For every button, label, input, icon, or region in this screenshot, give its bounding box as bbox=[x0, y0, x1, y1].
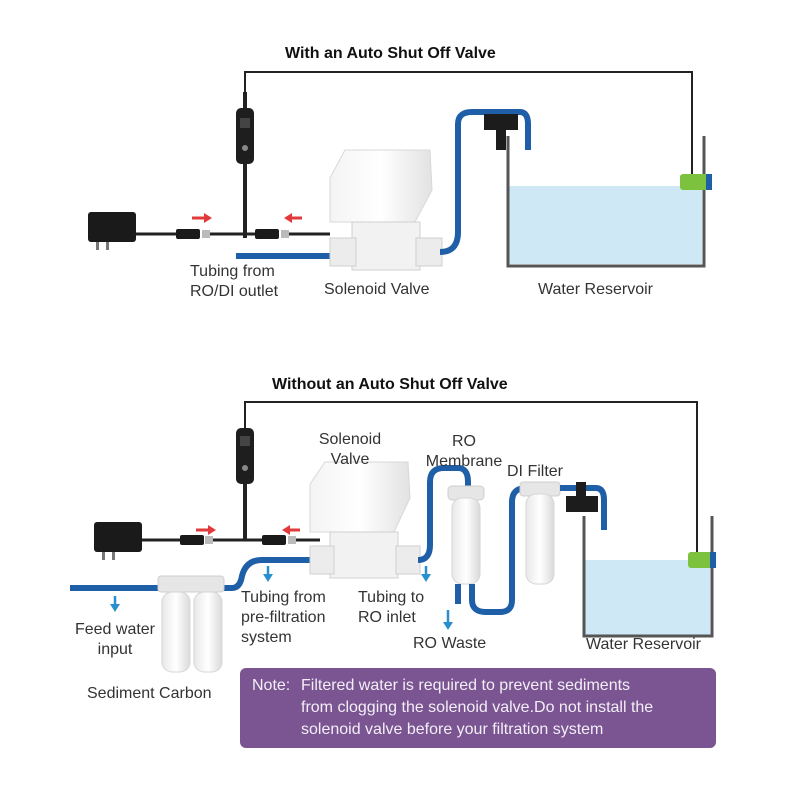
top-water-reservoir bbox=[506, 136, 706, 268]
feed-water-line2: input bbox=[97, 641, 133, 658]
ro-inlet-label: Tubing to RO inlet bbox=[358, 588, 424, 628]
ro-membrane-label: RO Membrane bbox=[418, 432, 510, 472]
ro-membrane bbox=[447, 485, 485, 585]
top-tubing-label: Tubing from RO/DI outlet bbox=[190, 262, 278, 302]
sediment-carbon-filters bbox=[157, 575, 225, 673]
bottom-tube-clip bbox=[566, 482, 598, 512]
top-control-cable bbox=[244, 71, 693, 178]
di-filter-label: DI Filter bbox=[507, 463, 563, 480]
prefilter-to-valve-tube bbox=[214, 557, 318, 591]
ro-membrane-line1: RO bbox=[452, 433, 476, 450]
bottom-solenoid-valve bbox=[309, 461, 421, 579]
note-box: Note: Filtered water is required to prev… bbox=[240, 668, 716, 748]
prefilt-line3: system bbox=[241, 629, 292, 646]
bottom-valve-line2: Valve bbox=[330, 451, 370, 468]
bottom-title: Without an Auto Shut Off Valve bbox=[272, 376, 508, 393]
bottom-connector-right bbox=[262, 535, 286, 545]
note-prefix: Note: bbox=[252, 677, 291, 694]
sediment-carbon-label: Sediment Carbon bbox=[87, 685, 212, 702]
note-line2: from clogging the solenoid valve.Do not … bbox=[301, 699, 654, 716]
top-tube-clip bbox=[484, 114, 518, 150]
ro-inlet-arrow bbox=[421, 566, 431, 582]
top-level-sensor bbox=[680, 174, 712, 190]
top-connector-left bbox=[176, 229, 200, 239]
ro-waste-arrow bbox=[443, 610, 453, 630]
bottom-controller bbox=[236, 428, 254, 540]
ro-inlet-line1: Tubing to bbox=[358, 589, 425, 606]
bottom-valve-line1: Solenoid bbox=[318, 431, 382, 448]
bottom-diagram bbox=[70, 401, 716, 673]
top-reservoir-label: Water Reservoir bbox=[538, 281, 653, 298]
prefilt-line2: pre-filtration bbox=[241, 609, 326, 626]
membrane-to-di-tube bbox=[469, 485, 527, 615]
top-connector-right bbox=[255, 229, 279, 239]
top-solenoid-valve bbox=[329, 149, 443, 271]
top-valve-label: Solenoid Valve bbox=[324, 281, 430, 298]
top-title: With an Auto Shut Off Valve bbox=[285, 45, 496, 62]
prefilt-tubing-label: Tubing from pre-filtration system bbox=[241, 588, 326, 648]
top-tubing-line1: Tubing from bbox=[190, 263, 275, 280]
prefilt-tubing-arrow bbox=[263, 566, 273, 582]
prefilt-line1: Tubing from bbox=[241, 589, 326, 606]
top-controller-body bbox=[236, 108, 254, 164]
feed-water-arrow bbox=[110, 596, 120, 612]
ro-inlet-line2: RO inlet bbox=[358, 609, 416, 626]
bottom-level-sensor bbox=[688, 552, 716, 568]
valve-to-membrane-tube bbox=[417, 465, 471, 563]
top-controller bbox=[236, 92, 254, 238]
top-power-adapter bbox=[88, 212, 136, 250]
ro-membrane-line2: Membrane bbox=[425, 453, 503, 470]
note-line1: Filtered water is required to prevent se… bbox=[301, 677, 631, 694]
note-body: Filtered water is required to prevent se… bbox=[301, 675, 711, 741]
feed-water-line1: Feed water bbox=[74, 621, 156, 638]
di-to-reservoir-tube bbox=[560, 485, 607, 530]
top-tubing-line2: RO/DI outlet bbox=[190, 283, 279, 300]
feed-water-label: Feed water input bbox=[64, 620, 166, 660]
top-diagram bbox=[88, 71, 712, 271]
bottom-connector-left bbox=[180, 535, 204, 545]
top-controller-button bbox=[242, 145, 248, 151]
note-line3: solenoid valve before your filtration sy… bbox=[301, 721, 604, 738]
bottom-control-cable bbox=[244, 401, 698, 556]
di-filter bbox=[519, 481, 561, 585]
bottom-reservoir-label: Water Reservoir bbox=[586, 636, 701, 653]
bottom-water-reservoir bbox=[582, 516, 714, 638]
ro-waste-label: RO Waste bbox=[413, 635, 487, 652]
top-outlet-tube bbox=[439, 109, 531, 255]
bottom-power-adapter bbox=[94, 522, 142, 560]
bottom-valve-label: Solenoid Valve bbox=[312, 430, 388, 470]
